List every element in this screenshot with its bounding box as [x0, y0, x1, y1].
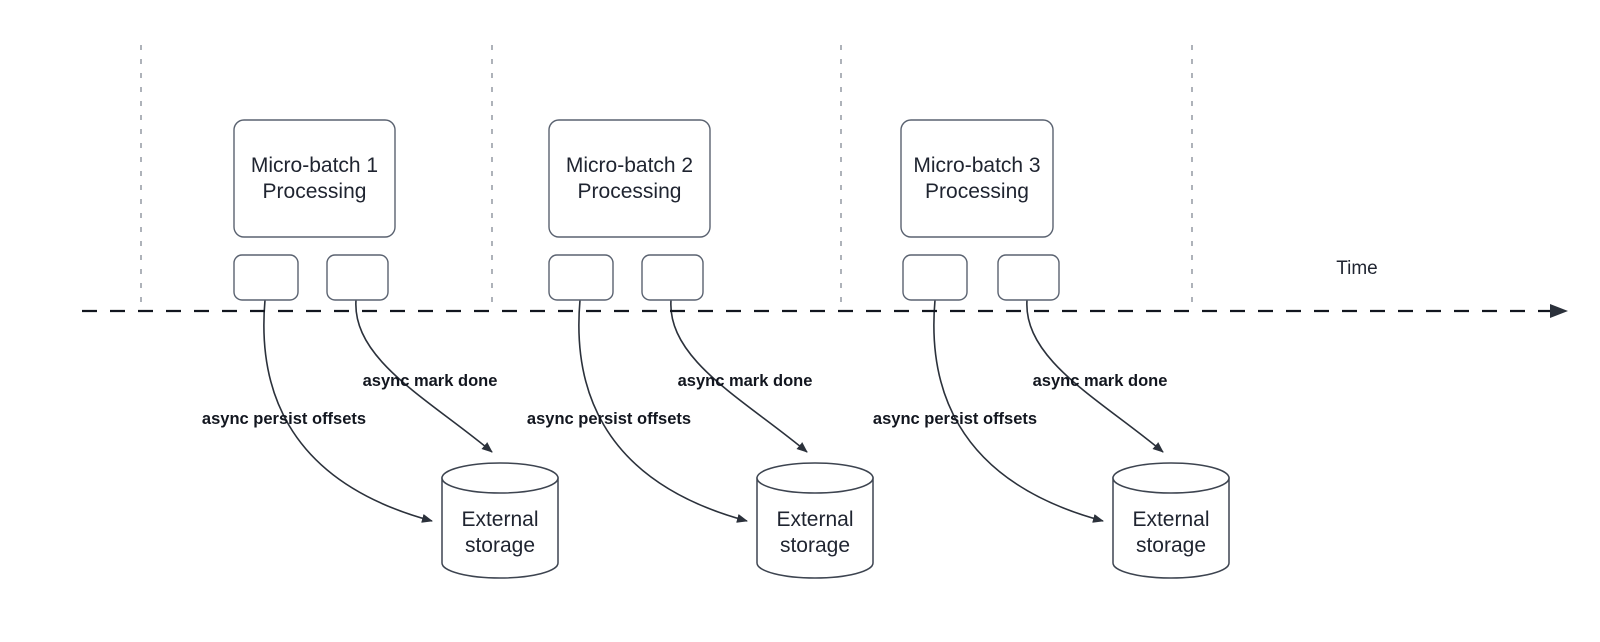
async-mark-done-edge-1-label: async mark done — [363, 372, 498, 390]
micro-batch-3-task-box-right[interactable] — [997, 254, 1060, 301]
external-storage-1-line1: External — [461, 508, 538, 531]
micro-batch-1-task-box-right[interactable] — [326, 254, 389, 301]
micro-batch-3-processing-box-line1: Micro-batch 3 — [913, 154, 1040, 177]
external-storage-2-top[interactable] — [756, 462, 874, 494]
external-storage-1-top[interactable] — [441, 462, 559, 494]
micro-batch-2-task-box-right[interactable] — [641, 254, 704, 301]
micro-batch-2-processing-box[interactable] — [548, 119, 711, 238]
external-storage-3-line2: storage — [1136, 534, 1206, 557]
external-storage-3-top[interactable] — [1112, 462, 1230, 494]
micro-batch-2-task-box-left[interactable] — [548, 254, 614, 301]
async-persist-offsets-edge-3-label: async persist offsets — [873, 410, 1037, 428]
async-mark-done-edge-3 — [1026, 299, 1164, 453]
external-storage-2-body — [756, 477, 874, 579]
time-axis-arrowhead — [1550, 304, 1568, 318]
external-storage-3-body — [1112, 477, 1230, 579]
external-storage-2-line2: storage — [780, 534, 850, 557]
micro-batch-2-processing-box-line2: Processing — [578, 180, 682, 203]
micro-batch-3-task-box-left[interactable] — [902, 254, 968, 301]
external-storage-3-line1: External — [1132, 508, 1209, 531]
async-persist-offsets-edge-2 — [578, 299, 748, 523]
async-persist-offsets-edge-1 — [263, 299, 433, 523]
batch-boundary-layer — [140, 45, 1193, 311]
async-mark-done-edge-1 — [355, 299, 493, 453]
async-persist-offsets-edge-3 — [933, 299, 1104, 523]
external-storage-1-line2: storage — [465, 534, 535, 557]
micro-batch-1-processing-box-line1: Micro-batch 1 — [251, 154, 378, 177]
external-storage-2-line1: External — [776, 508, 853, 531]
micro-batch-3-processing-box-line2: Processing — [925, 180, 1029, 203]
time-axis-layer: Time — [82, 258, 1568, 318]
async-persist-offsets-edge-1-label: async persist offsets — [202, 410, 366, 428]
micro-batch-1-processing-box-line2: Processing — [263, 180, 367, 203]
micro-batch-3-processing-box[interactable] — [900, 119, 1054, 238]
micro-batch-1-processing-box[interactable] — [233, 119, 396, 238]
async-mark-done-edge-2-label: async mark done — [678, 372, 813, 390]
async-mark-done-edge-3-label: async mark done — [1033, 372, 1168, 390]
async-persist-offsets-edge-2-label: async persist offsets — [527, 410, 691, 428]
async-mark-done-edge-2 — [670, 299, 808, 453]
external-storage-1-body — [441, 477, 559, 579]
micro-batch-1-task-box-left[interactable] — [233, 254, 299, 301]
time-axis-label: Time — [1336, 258, 1378, 279]
micro-batch-2-processing-box-line1: Micro-batch 2 — [566, 154, 693, 177]
